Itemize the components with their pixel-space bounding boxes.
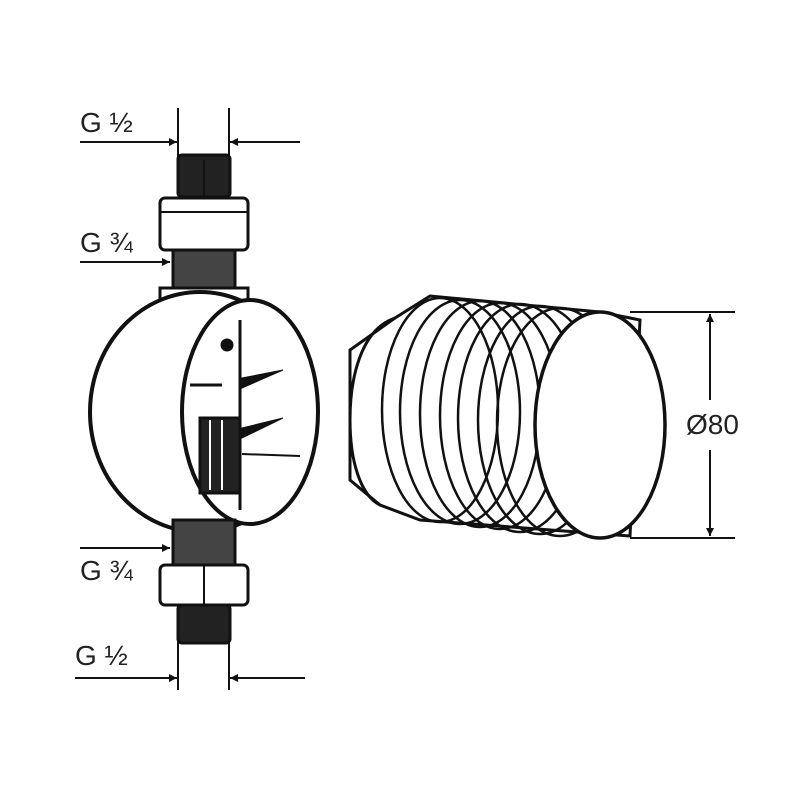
bottom-g-three-quarter-label: G ¾ bbox=[80, 555, 134, 586]
g-three-quarter-leaders bbox=[80, 258, 170, 552]
top-g-half-dimension bbox=[80, 108, 300, 158]
pump-housing bbox=[88, 153, 320, 645]
diameter-dimension bbox=[630, 311, 735, 539]
top-g-half-label: G ½ bbox=[80, 107, 133, 138]
diameter-label: Ø80 bbox=[686, 409, 739, 440]
bottom-g-half-dimension bbox=[75, 640, 305, 690]
top-g-three-quarter-label: G ¾ bbox=[80, 227, 134, 258]
mounting-sleeve bbox=[348, 294, 667, 540]
bottom-g-half-label: G ½ bbox=[75, 640, 128, 671]
